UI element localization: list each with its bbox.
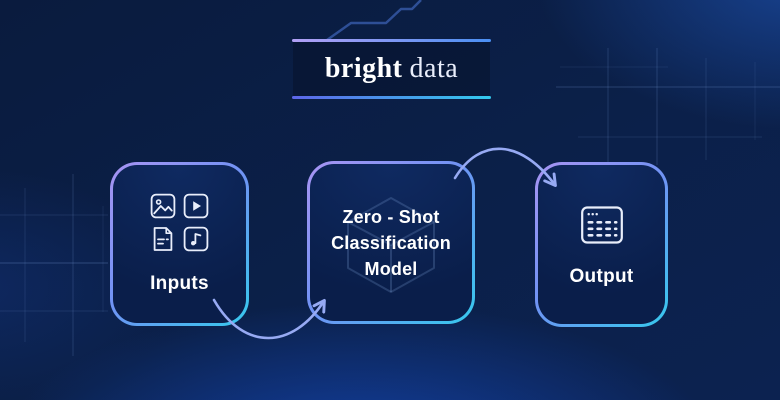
inputs-icon-grid [150, 193, 209, 252]
logo-bottom-gradient-line [292, 96, 491, 99]
node-inputs: Inputs [110, 162, 249, 326]
logo-top-gradient-line [292, 39, 491, 42]
node-model: Zero - Shot Classification Model [307, 161, 475, 324]
model-label-line-2: Classification [331, 232, 451, 253]
circuit-line [326, 0, 422, 42]
node-inputs-label: Inputs [150, 273, 209, 294]
music-note-icon [183, 226, 209, 252]
brand-wordmark-light: data [409, 53, 459, 84]
node-output: Output [535, 162, 668, 327]
image-icon [150, 193, 176, 219]
model-label-line-3: Model [364, 258, 418, 279]
cube-wireframe-icon [347, 197, 435, 293]
grid-left [0, 174, 108, 356]
document-icon [153, 227, 173, 251]
node-output-label: Output [569, 265, 634, 287]
video-play-icon [183, 193, 209, 219]
data-table-icon [580, 205, 623, 244]
brand-wordmark-bold: bright [324, 53, 403, 84]
grid-right [556, 48, 780, 165]
model-label-line-1: Zero - Shot [342, 206, 440, 227]
node-model-label: Zero - Shot Classification Model [331, 204, 451, 282]
